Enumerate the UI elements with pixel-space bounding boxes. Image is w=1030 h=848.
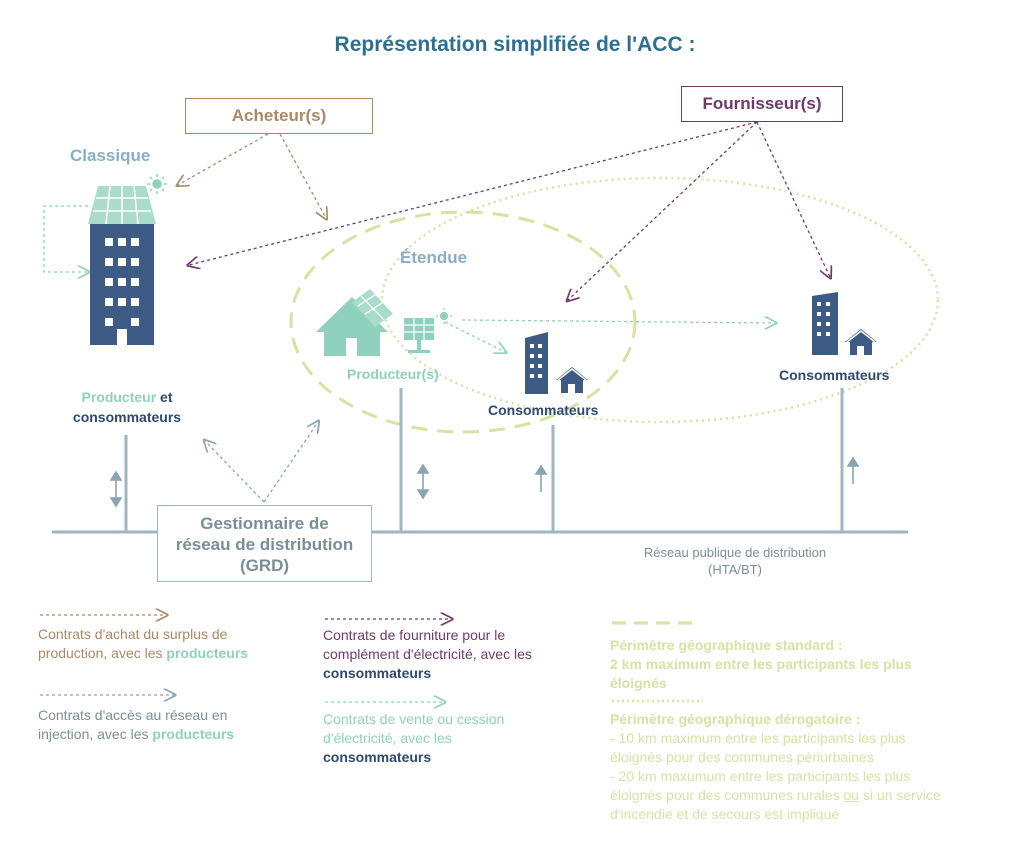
solar-panel-icon: [352, 289, 393, 327]
consumers-label-1: Consommateurs: [488, 402, 599, 418]
sale-arrow-to-consumers-2: [461, 320, 775, 323]
zone-classic-label: Classique: [70, 146, 151, 165]
grd-box: Gestionnaire de réseau de distribution (…: [157, 505, 372, 582]
zone-extended-label: Étendue: [400, 248, 468, 267]
grd-line-1: Gestionnaire de: [200, 514, 329, 533]
sun-icon: [436, 308, 452, 324]
consumers-label-2: Consommateurs: [779, 367, 890, 383]
legend-supply: Contrats de fourniture pour le complémen…: [323, 627, 532, 681]
up-arrow-icon: [534, 464, 548, 492]
legend-purchase: Contrats d'achat du surplus de productio…: [38, 626, 249, 661]
legend-sale: Contrats de vente ou cession d'électrici…: [323, 711, 505, 765]
buyer-arrow-to-extended: [279, 133, 326, 218]
supplier-box: Fournisseur(s): [681, 86, 843, 122]
house-icon: [556, 367, 588, 393]
building-icon: [525, 332, 548, 394]
sun-icon: [147, 174, 167, 194]
legend-derogatory-perimeter: Périmètre géographique dérogatoire : - 1…: [610, 711, 941, 822]
legend-access: Contrats d'accès au réseau en injection,…: [38, 707, 235, 742]
buyer-box: Acheteur(s): [185, 98, 373, 134]
building-icon: [90, 222, 154, 345]
grd-line-2: réseau de distribution: [175, 535, 354, 554]
grd-arrow-to-classic: [205, 441, 265, 503]
producer-part: Producteur: [81, 389, 157, 405]
legend-standard-perimeter: Périmètre géographique standard : 2 km m…: [610, 637, 912, 691]
network-caption-line-1: Réseau publique de distribution: [643, 545, 827, 560]
supplier-arrow-to-consumers-1: [568, 121, 758, 300]
derogatory-perimeter: [380, 176, 940, 424]
buyer-arrow-to-classic: [178, 133, 269, 185]
grd-line-3: (GRD): [239, 556, 290, 575]
bidirectional-arrow-icon: [109, 470, 123, 508]
supplier-arrow-to-consumers-2: [756, 121, 830, 277]
page-title: Représentation simplifiée de l'ACC :: [334, 33, 696, 56]
consumers-part: consommateurs: [72, 409, 182, 425]
producers-label: Producteur(s): [347, 366, 439, 382]
producer-consumers-label: Producteur et consommateurs: [62, 387, 192, 427]
sale-arrow-to-consumers-1: [444, 321, 505, 352]
bidirectional-arrow-icon: [416, 463, 430, 500]
self-consumption-arrow: [43, 205, 88, 272]
house-icon: [316, 297, 388, 356]
supplier-arrow-to-classic: [189, 121, 758, 265]
solar-panel-icon: [88, 185, 156, 225]
up-arrow-icon: [846, 456, 860, 484]
house-icon: [845, 329, 877, 355]
and-part: et: [156, 389, 173, 405]
network-caption: Réseau publique de distribution (HTA/BT): [605, 544, 865, 578]
solar-panel-icon: [404, 318, 434, 353]
building-icon: [812, 292, 838, 355]
network-caption-line-2: (HTA/BT): [708, 562, 762, 577]
standard-perimeter: [289, 210, 637, 434]
grd-arrow-to-extended: [263, 422, 318, 503]
